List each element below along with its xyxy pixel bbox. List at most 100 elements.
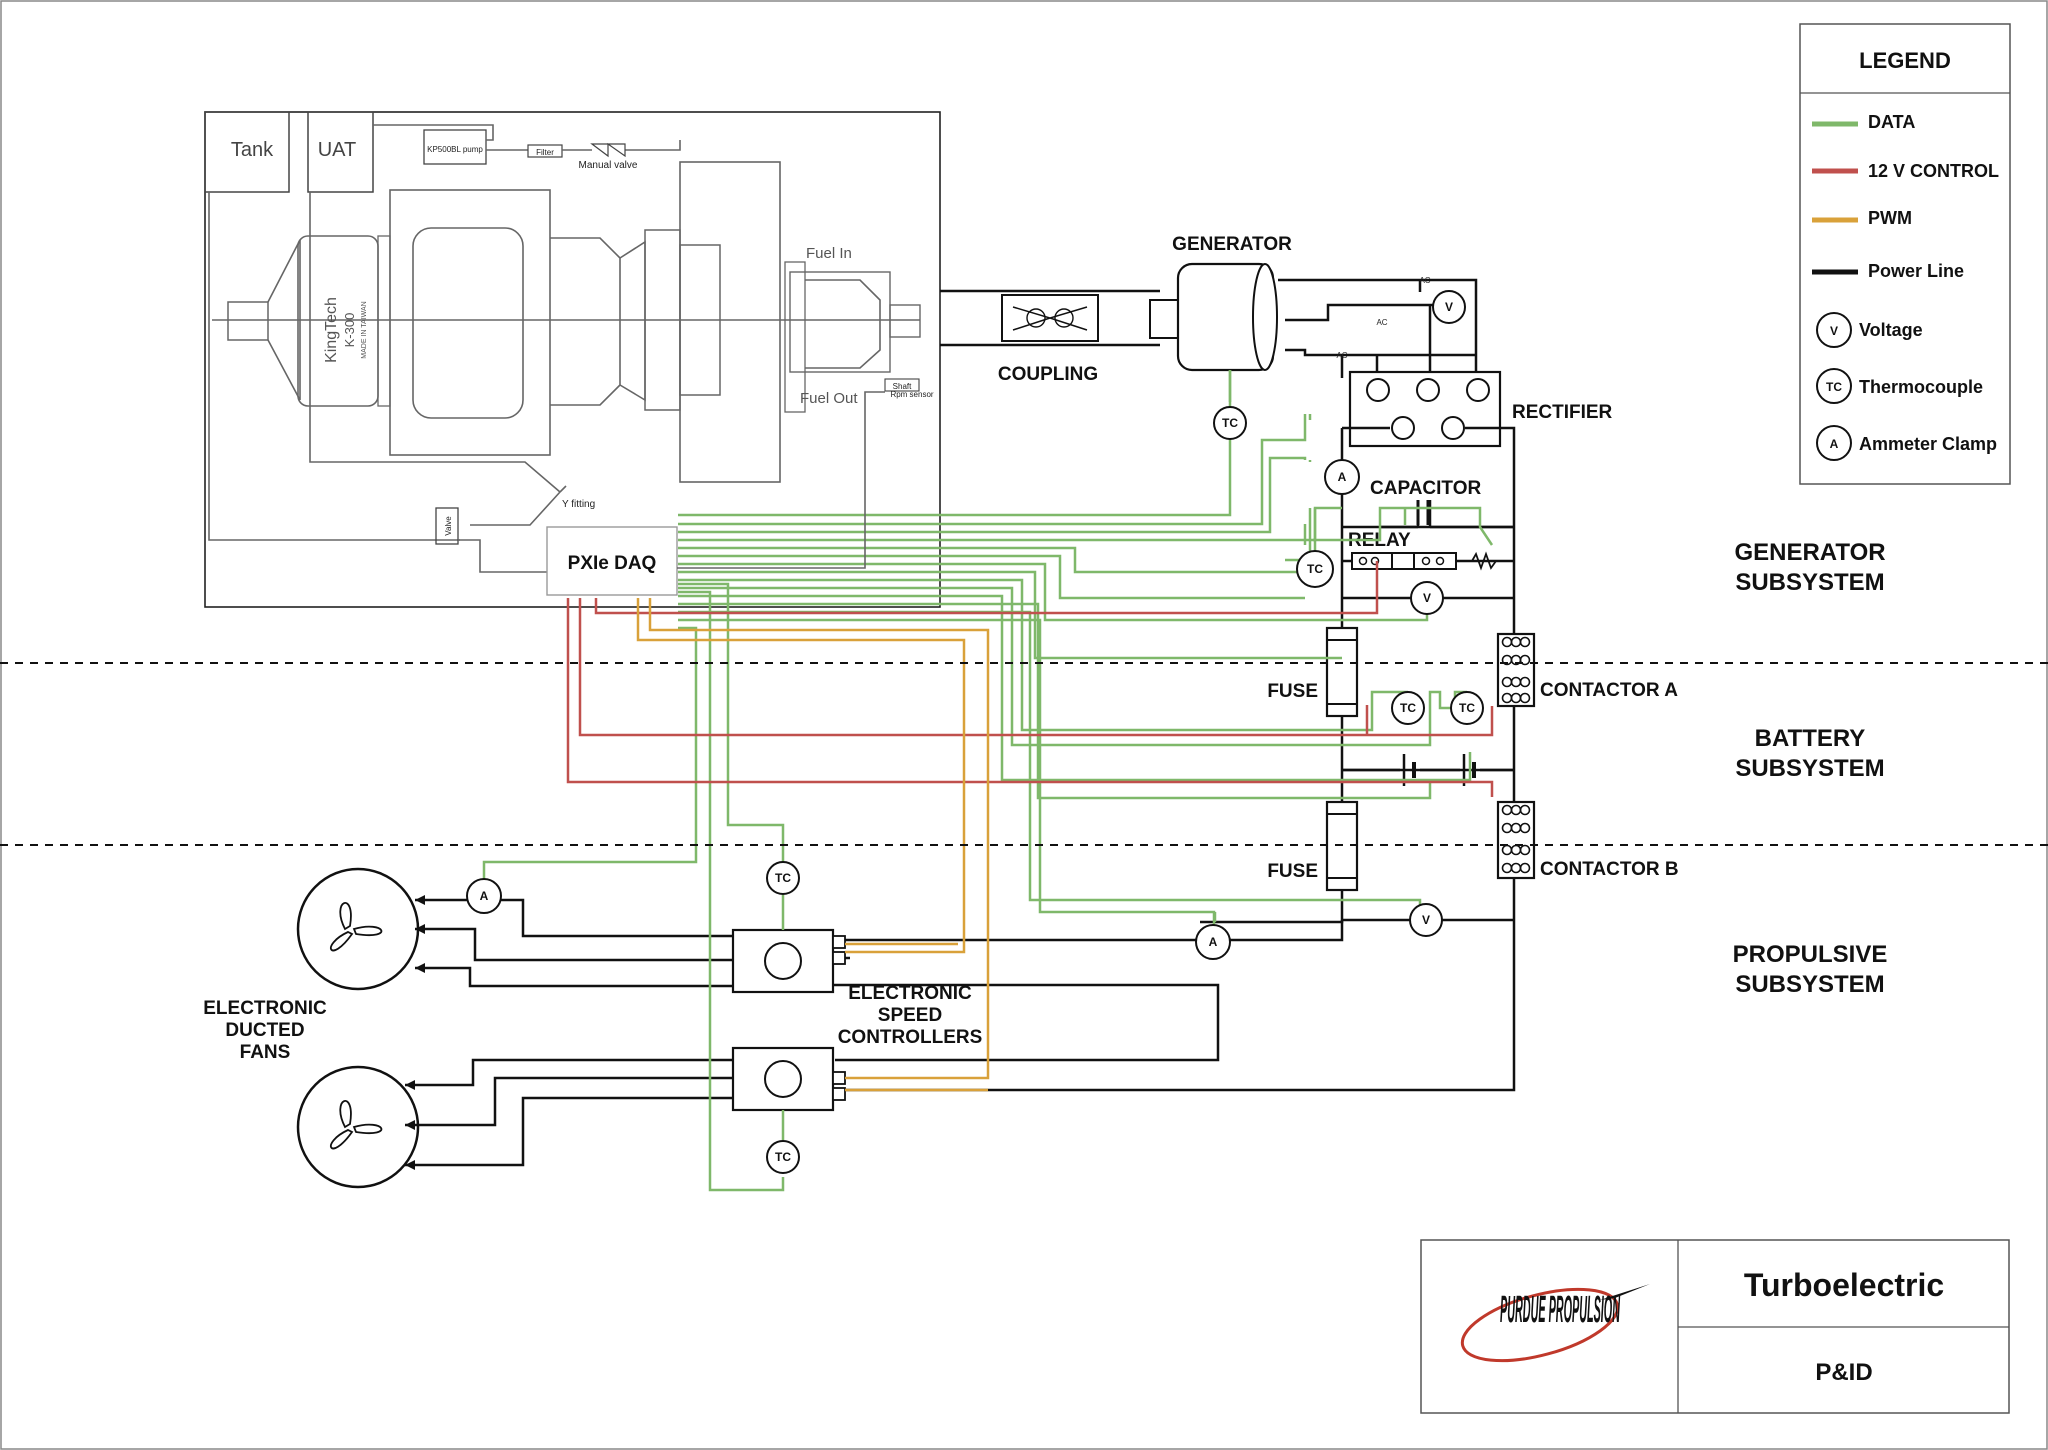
- svg-text:TC: TC: [1826, 380, 1842, 394]
- manual-valve-label: Manual valve: [579, 160, 638, 171]
- relay-icon: [1351, 552, 1457, 570]
- generator-label: GENERATOR: [1172, 234, 1292, 255]
- pump-label: KP500BL pump: [427, 145, 483, 154]
- engine-model: K-300: [342, 313, 357, 348]
- generator-subsystem-label-1: GENERATOR: [1734, 539, 1885, 566]
- tank-label: Tank: [231, 139, 274, 161]
- uat-box: [307, 111, 374, 193]
- contactor-b-icon: [1496, 800, 1536, 880]
- fuse-2-label: FUSE: [1267, 861, 1318, 882]
- svg-text:TC: TC: [775, 871, 791, 885]
- voltage-propulsive: V: [1409, 903, 1443, 937]
- legend-label-voltage: Voltage: [1859, 320, 1923, 340]
- svg-text:A: A: [1338, 470, 1347, 484]
- legend-label-pwm: PWM: [1868, 208, 1912, 228]
- shaft-label: Shaft: [893, 382, 912, 391]
- esc-label-1: ELECTRONIC: [848, 983, 972, 1004]
- legend-label-data: DATA: [1868, 112, 1915, 132]
- rectifier-label: RECTIFIER: [1512, 402, 1613, 423]
- edf-1-icon: [296, 867, 420, 991]
- tc-battery-2: TC: [1450, 691, 1484, 725]
- ammeter-rectifier: A: [1324, 459, 1360, 495]
- edf-label-1: ELECTRONIC: [203, 998, 327, 1019]
- legend-label-control: 12 V CONTROL: [1868, 161, 1999, 181]
- ammeter-edf: A: [466, 878, 502, 914]
- battery-subsystem-label-1: BATTERY: [1755, 725, 1866, 752]
- generator-subsystem-label-2: SUBSYSTEM: [1735, 569, 1884, 596]
- capacitor-label: CAPACITOR: [1370, 478, 1481, 499]
- esc-label-2: SPEED: [878, 1005, 942, 1026]
- y-fitting-label: Y fitting: [562, 499, 595, 510]
- fuel-in-label: Fuel In: [806, 245, 852, 262]
- fuse-1-icon: [1325, 626, 1359, 718]
- tc-battery-1: TC: [1391, 691, 1425, 725]
- ac-label-3: AC: [1336, 351, 1347, 360]
- filter-label: Filter: [536, 148, 554, 157]
- logo-text: PURDUE PROPULSION: [1500, 1289, 1620, 1331]
- tc-esc-2: TC: [766, 1140, 800, 1174]
- svg-text:V: V: [1423, 591, 1431, 605]
- uat-label: UAT: [318, 139, 357, 161]
- legend-label-ammeter: Ammeter Clamp: [1859, 434, 1997, 454]
- engine-assembly: Tank UAT KP500BL pump Filter Manual valv…: [204, 111, 941, 608]
- edf-label-2: DUCTED: [225, 1020, 304, 1041]
- legend-title: LEGEND: [1859, 48, 1951, 73]
- legend-thermocouple-icon: [1816, 368, 1852, 404]
- filter-box: [527, 144, 563, 158]
- edf-label-3: FANS: [240, 1042, 291, 1063]
- tc-generator: TC: [1213, 406, 1247, 440]
- battery-subsystem-label-2: SUBSYSTEM: [1735, 755, 1884, 782]
- purdue-propulsion-logo: PURDUE PROPULSION: [1460, 1284, 1650, 1363]
- manual-valve-icon: [590, 142, 626, 158]
- coupling-label: COUPLING: [998, 364, 1098, 385]
- esc-1-icon: [731, 928, 835, 994]
- svg-text:V: V: [1422, 913, 1430, 927]
- fuse-1-label: FUSE: [1267, 681, 1318, 702]
- voltage-generator: V: [1432, 290, 1466, 324]
- svg-text:TC: TC: [775, 1150, 791, 1164]
- svg-text:TC: TC: [1459, 701, 1475, 715]
- tc-capacitor: TC: [1296, 550, 1334, 588]
- legend: LEGEND DATA 12 V CONTROL PWM Power Line …: [1799, 23, 2011, 485]
- ac-label-2: AC: [1376, 318, 1387, 327]
- svg-text:V: V: [1830, 324, 1838, 338]
- legend-voltage-icon: [1816, 312, 1852, 348]
- svg-text:TC: TC: [1222, 416, 1238, 430]
- pxie-daq-box: [546, 526, 678, 596]
- svg-text:V: V: [1445, 300, 1453, 314]
- contactor-a-icon: [1496, 632, 1536, 708]
- svg-text:A: A: [480, 889, 489, 903]
- propulsive-subsystem-label-1: PROPULSIVE: [1733, 941, 1888, 968]
- diagram-subtitle: P&ID: [1815, 1359, 1872, 1386]
- edf-2-icon: [296, 1065, 420, 1189]
- diagram-title: Turboelectric: [1744, 1267, 1944, 1303]
- esc-2-icon: [731, 1046, 835, 1112]
- engine-frame: [204, 111, 941, 608]
- engine-made-in: MADE IN TAIWAN: [361, 301, 368, 358]
- voltage-bus: V: [1410, 581, 1444, 615]
- svg-text:TC: TC: [1400, 701, 1416, 715]
- coupling-icon: [1001, 294, 1099, 342]
- rpm-sensor-label: Rpm sensor: [890, 390, 933, 399]
- svg-text:A: A: [1830, 437, 1839, 451]
- contactor-a-label: CONTACTOR A: [1540, 680, 1678, 701]
- svg-text:A: A: [1209, 935, 1218, 949]
- pxie-daq-label: PXIe DAQ: [568, 553, 657, 574]
- svg-text:TC: TC: [1307, 562, 1323, 576]
- title-block: PURDUE PROPULSION Turboelectric P&ID: [1420, 1239, 2010, 1414]
- legend-label-power: Power Line: [1868, 261, 1964, 281]
- tc-esc-1: TC: [766, 861, 800, 895]
- valve-label: Valve: [444, 516, 453, 536]
- esc-label-3: CONTROLLERS: [838, 1027, 983, 1048]
- propulsive-subsystem-label-2: SUBSYSTEM: [1735, 971, 1884, 998]
- legend-label-thermocouple: Thermocouple: [1859, 377, 1983, 397]
- tank-box: [204, 111, 290, 193]
- fuel-out-label: Fuel Out: [800, 390, 858, 407]
- pump-box: [423, 129, 487, 165]
- legend-ammeter-icon: [1816, 425, 1852, 461]
- engine-brand: KingTech: [323, 297, 340, 363]
- contactor-b-label: CONTACTOR B: [1540, 859, 1679, 880]
- ac-label-1: AC: [1419, 276, 1430, 285]
